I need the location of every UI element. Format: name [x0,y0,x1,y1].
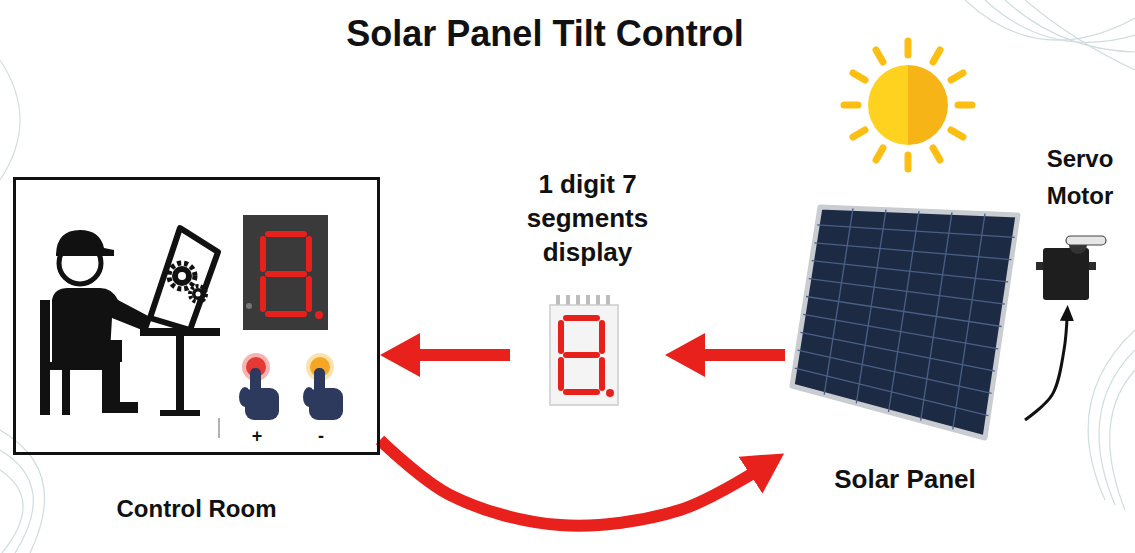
control-room-box: Control Room [13,177,380,455]
segment-digit [561,318,602,392]
sun-ray [958,102,972,109]
chair-back [40,300,50,415]
gear [192,288,204,300]
cell-line [812,261,1009,282]
segment [260,279,266,309]
operator-cap [56,230,114,256]
cell-line [795,368,989,416]
gear-hole [196,292,201,297]
segment [558,360,564,388]
panel-frame [792,207,1018,438]
segment [268,271,304,277]
hand-thumb [303,387,315,407]
servo-horn [1066,236,1106,245]
solar-panel-node: Solar Panel [785,200,1025,495]
segment [566,389,597,395]
cell-line [800,332,995,371]
cell-line [798,350,992,393]
segment-dot [606,389,614,397]
cell-line [806,297,1002,327]
segment [599,323,605,351]
solar-panel-picture [792,207,1018,438]
sun-ray [951,130,963,137]
sun-ray [933,50,940,62]
flow-arrow [1025,313,1067,420]
push-buttons [219,353,343,438]
flow-arrow [380,440,767,526]
room-display [243,215,328,330]
operator-leg [102,352,120,407]
segment [558,323,564,351]
cell-line [814,243,1011,260]
cell-line [803,314,998,348]
chair-leg [62,370,70,415]
sun-left-half [868,65,908,145]
panel-grid [795,208,1015,429]
operator-figure [40,228,220,416]
node-label: Control Room [16,495,377,524]
swirl-line [1099,350,1135,505]
node-label: Servo Motor [1030,140,1130,214]
sun-ray [933,148,940,160]
gear-teeth [190,286,206,302]
segment [566,352,597,358]
tick-mark [218,418,220,438]
servo-picture [1036,236,1106,300]
sun-ray [853,130,865,137]
display-node: 1 digit 7 segments display [510,165,665,410]
sun-ray [853,73,865,80]
operator-foot [102,402,138,413]
sun-icon [844,41,972,169]
swirl-line [0,450,33,553]
sun-ray [876,50,883,62]
display-casing [550,305,618,405]
node-label: Solar Panel [785,464,1025,495]
sun-right-half [908,65,948,145]
button-label: - [312,426,330,448]
sun-ray [905,155,912,169]
servo-body [1043,248,1089,300]
swirl-line [1005,0,1135,52]
segment [599,360,605,388]
housing-mark [246,303,252,309]
swirl-line [1025,0,1135,70]
chair-seat [40,362,112,370]
cell-line [809,279,1005,305]
sun-ray [876,148,883,160]
laptop-screen [150,228,218,330]
servo-motor-node: Servo Motor [1030,140,1130,305]
segment-digit [263,234,309,314]
desk-foot [160,410,200,416]
segment [306,239,312,269]
button-label: + [248,426,266,448]
desk-leg [176,336,184,414]
gear-teeth [169,263,195,289]
sun-ray [905,41,912,55]
segment [566,315,597,321]
swirl-line [0,60,20,180]
segment-dot [315,311,323,319]
segment [260,239,266,269]
swirl-line [0,470,23,553]
sun-ray [844,102,858,109]
swirl-line [1110,370,1135,510]
node-label: 1 digit 7 segments display [513,168,662,269]
flow-arrow [400,349,510,361]
segment [306,279,312,309]
segment-display-part [550,295,618,405]
sun-ray [951,73,963,80]
gear-hole [178,272,186,280]
display-housing [243,215,328,330]
hand-thumb [239,387,251,407]
swirl-line [0,430,45,553]
diagram-title: Solar Panel Tilt Control [0,12,1090,55]
segment [268,311,304,317]
connectors [380,313,1067,526]
cell-line [817,225,1015,237]
gear [172,266,192,286]
sun-rays [844,41,972,169]
flow-arrow [685,349,785,361]
segment [268,231,304,237]
